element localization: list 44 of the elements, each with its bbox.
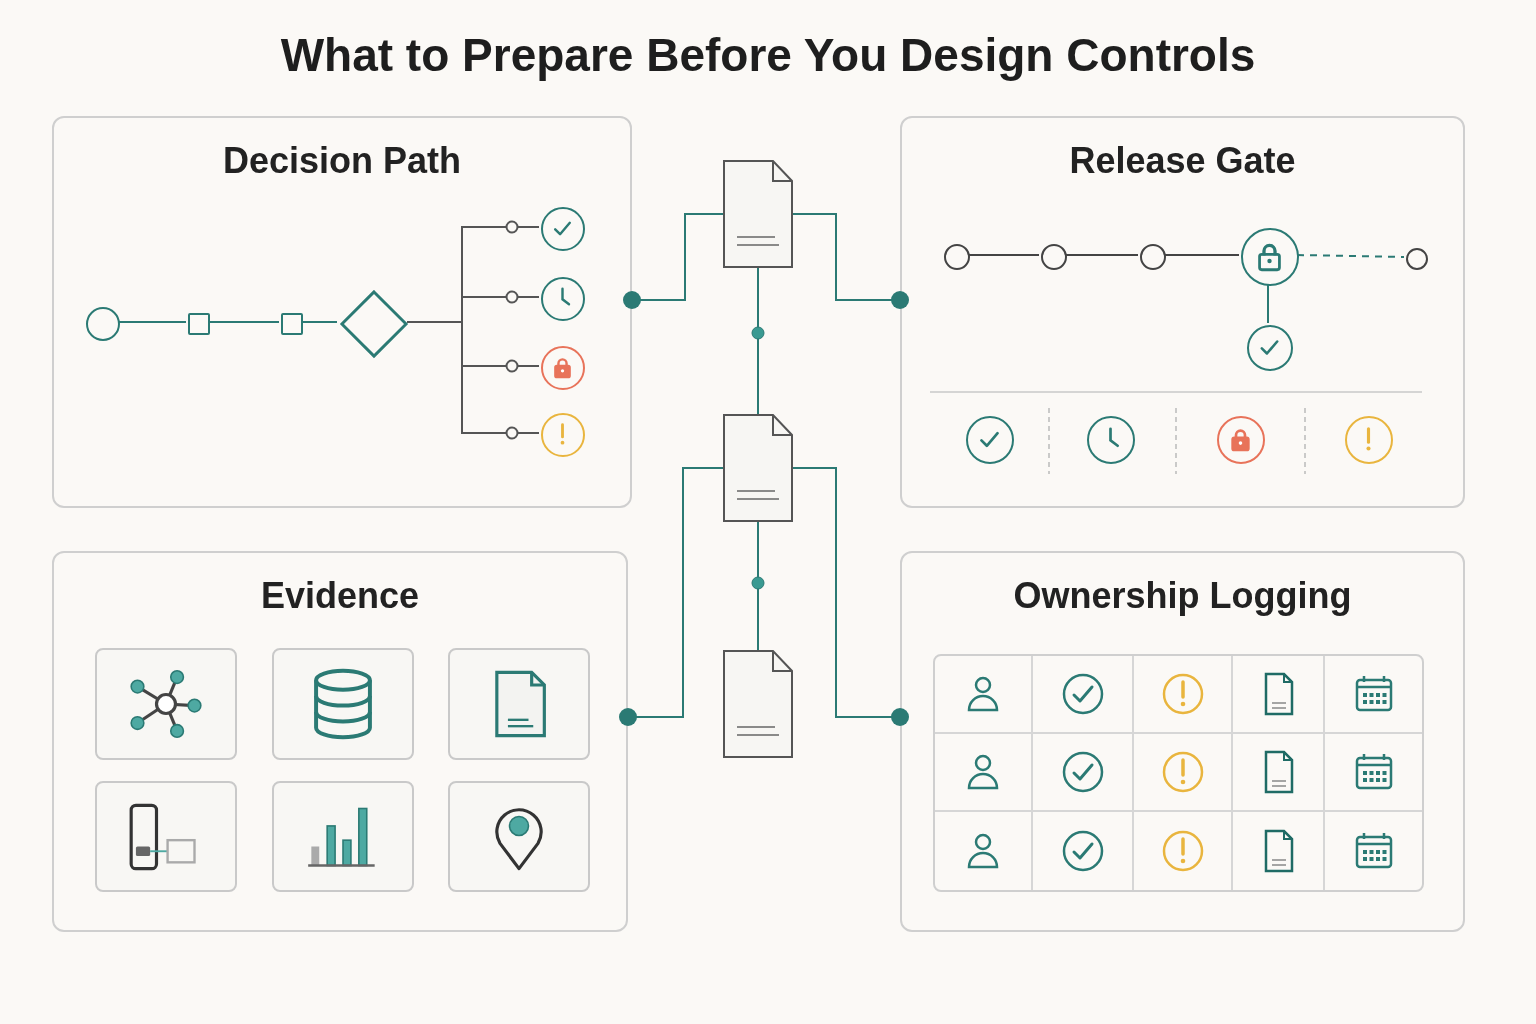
step-circle (1406, 248, 1428, 270)
panel (900, 551, 1465, 932)
document-icon (723, 650, 793, 758)
panel-title: Release Gate (1068, 140, 1297, 182)
connector (757, 521, 759, 651)
icon-tile (95, 781, 237, 892)
clock-icon (1087, 416, 1135, 464)
decision-diamond (339, 289, 409, 359)
panel-title: Ownership Logging (1012, 575, 1353, 617)
connector (406, 321, 540, 440)
connector (623, 213, 724, 309)
icon-tile (272, 648, 414, 760)
connector (619, 467, 724, 726)
connector (792, 467, 909, 726)
lock-icon (541, 346, 585, 390)
lock-icon (1241, 228, 1299, 286)
panel-title: Decision Path (221, 140, 463, 182)
document-icon (723, 160, 793, 268)
warning-icon (541, 413, 585, 457)
check-icon (541, 207, 585, 251)
icon-tile (448, 648, 590, 760)
step-circle (1041, 244, 1067, 270)
step-box (188, 313, 210, 335)
step-circle (944, 244, 970, 270)
lock-icon (1217, 416, 1265, 464)
connector (757, 267, 759, 415)
title: What to Prepare Before You Design Controls (279, 28, 1257, 82)
panel-title: Evidence (259, 575, 421, 617)
warning-icon (1345, 416, 1393, 464)
icon-tile (272, 781, 414, 892)
connector (1267, 283, 1269, 324)
panel (52, 551, 628, 932)
panel (52, 116, 632, 508)
step-box (281, 313, 303, 335)
step-circle (1140, 244, 1166, 270)
start-circle (86, 307, 120, 341)
check-icon (1247, 325, 1293, 371)
document-icon (723, 414, 793, 522)
icon-tile (448, 781, 590, 892)
panel (900, 116, 1465, 508)
clock-icon (541, 277, 585, 321)
connector (792, 213, 909, 309)
check-icon (966, 416, 1014, 464)
icon-tile (95, 648, 237, 760)
